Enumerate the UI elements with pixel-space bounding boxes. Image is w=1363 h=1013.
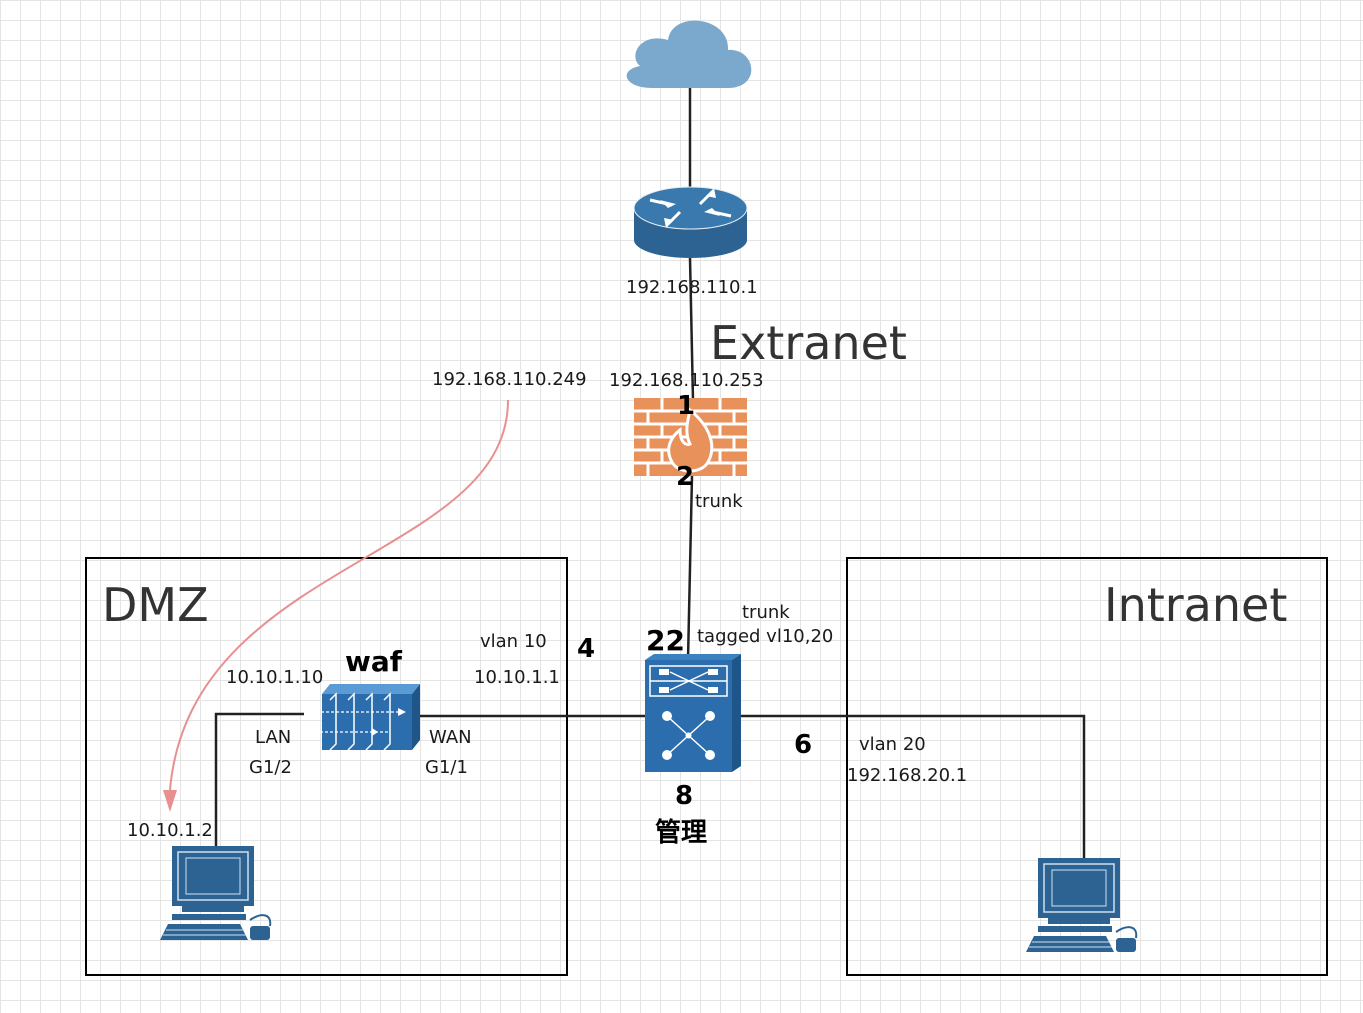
waf-ip: 10.10.1.10 — [226, 667, 324, 688]
dmz-zone-title: DMZ — [102, 578, 209, 632]
intranet-zone — [846, 557, 1328, 976]
cloud-icon — [626, 20, 752, 88]
connection-lines — [214, 88, 1086, 870]
waf-icon — [306, 684, 420, 751]
dmz-computer-icon — [160, 846, 272, 940]
switch-icon — [645, 654, 741, 772]
switch-port-bottom: 8 — [675, 781, 694, 811]
firewall-ip: 192.168.110.253 — [609, 370, 764, 391]
switch-port-left: 4 — [577, 634, 596, 664]
extranet-title: Extranet — [710, 316, 907, 370]
waf-lan-label: LAN — [255, 727, 292, 748]
firewall-trunk-label: trunk — [695, 491, 743, 512]
firewall-icon — [634, 398, 747, 476]
dmz-host-ip: 10.10.1.2 — [127, 820, 213, 841]
waf-lan-port: G1/2 — [249, 757, 292, 778]
firewall-port-up: 1 — [677, 391, 696, 421]
firewall-port-down: 2 — [676, 462, 695, 492]
intranet-zone-title: Intranet — [1104, 578, 1288, 632]
router-icon — [633, 186, 748, 258]
intranet-computer-icon — [1026, 858, 1138, 952]
waf-wan-label: WAN — [429, 727, 472, 748]
redirect-arrowhead — [163, 790, 177, 812]
waf-host-link — [214, 712, 304, 848]
router-firewall-link — [688, 257, 695, 401]
switch-intranet-link — [732, 714, 1086, 870]
switch-tagged-label: tagged vl10,20 — [697, 626, 834, 647]
redirect-source-ip: 192.168.110.249 — [432, 369, 587, 390]
switch-port-right: 6 — [794, 730, 813, 760]
intranet-gateway-ip: 192.168.20.1 — [847, 765, 968, 786]
switch-port-up: 22 — [646, 624, 685, 657]
waf-wan-port: G1/1 — [425, 757, 468, 778]
dmz-vlan-label: vlan 10 — [480, 631, 547, 652]
waf-title: waf — [345, 645, 402, 678]
intranet-vlan-label: vlan 20 — [859, 734, 926, 755]
router-ip: 192.168.110.1 — [626, 277, 758, 298]
firewall-switch-link — [686, 475, 694, 661]
switch-mgmt-label: 管理 — [655, 818, 708, 848]
switch-trunk-label: trunk — [742, 602, 790, 623]
redirect-arrow — [169, 399, 509, 791]
dmz-gateway-ip: 10.10.1.1 — [474, 667, 560, 688]
dmz-zone — [85, 557, 568, 976]
